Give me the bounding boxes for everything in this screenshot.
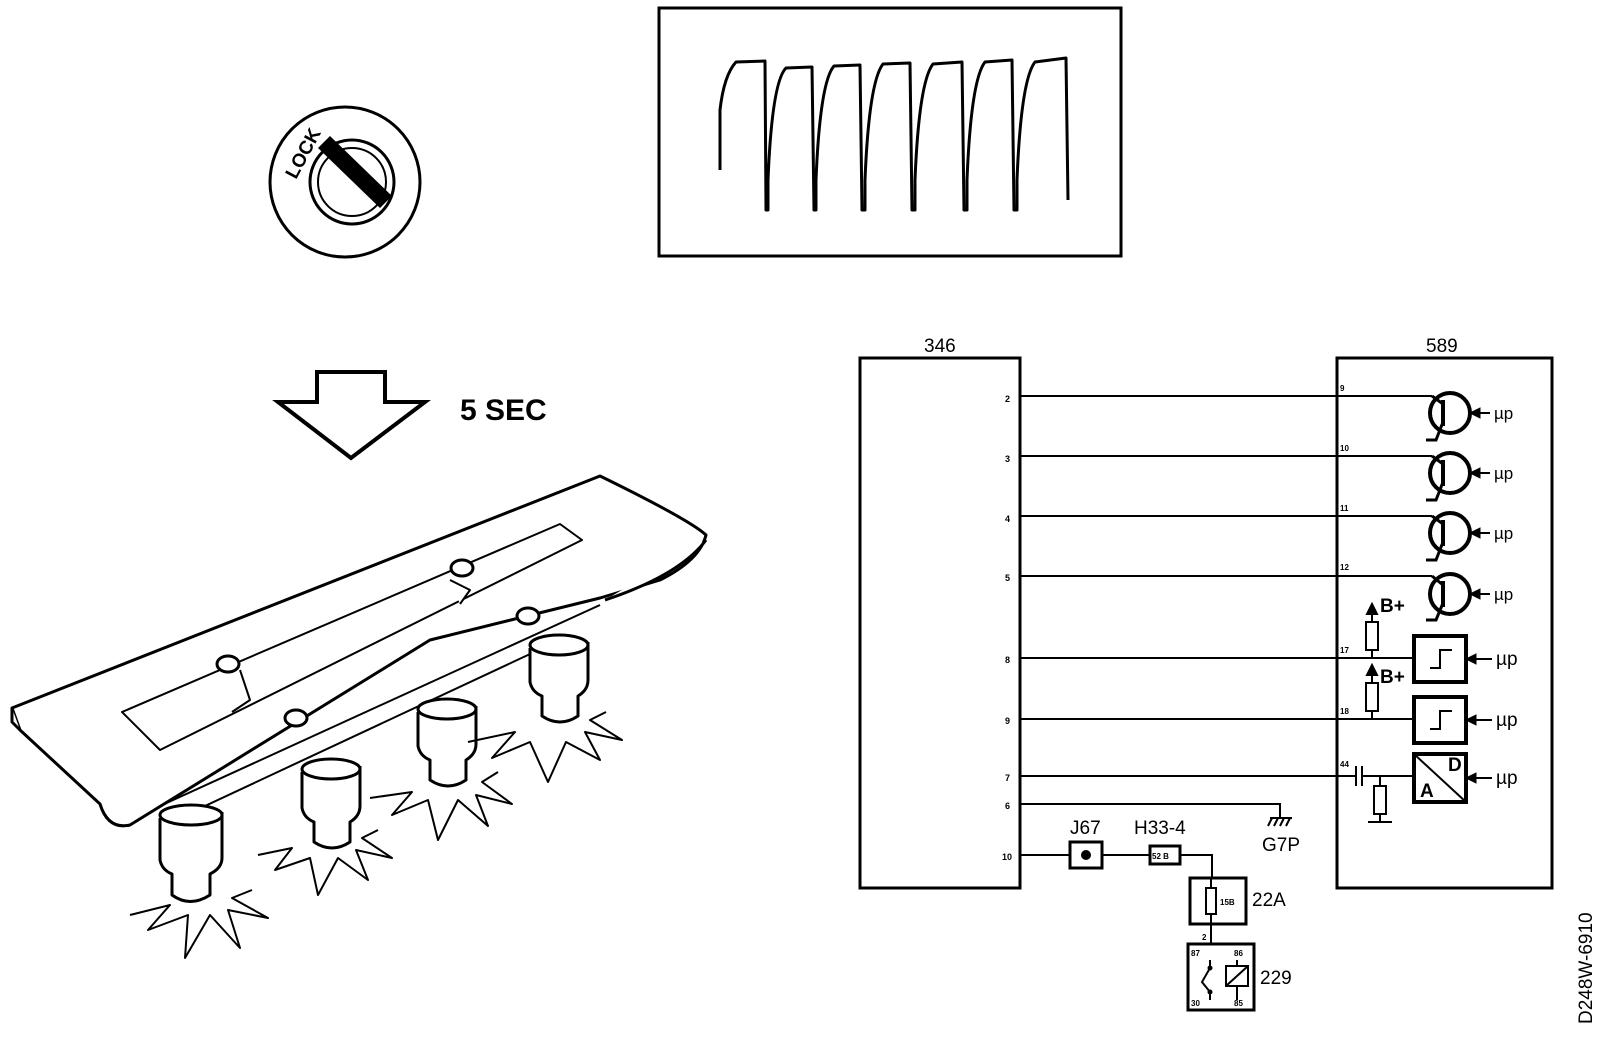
relay-pin: 85	[1234, 999, 1243, 1008]
ecu-346-pin: 3	[1005, 454, 1010, 464]
ground-resistor-icon	[1368, 776, 1392, 823]
microprocessor-label: µp	[1496, 768, 1518, 789]
connector-h33-pin: 52 B	[1152, 852, 1169, 861]
ad-converter-icon	[1412, 752, 1492, 804]
converter-a-label: A	[1420, 781, 1434, 802]
ecu-346-pin: 9	[1005, 716, 1010, 726]
transistor-icon	[1426, 511, 1490, 562]
ecu-346-pin: 6	[1005, 801, 1010, 811]
fuse-pin: 2	[1202, 933, 1207, 942]
fuse-22a: 15B	[1188, 876, 1248, 926]
schmitt-trigger-icon	[1412, 634, 1492, 684]
ecu-346-label: 346	[924, 336, 956, 357]
ecu-589-pin: 18	[1340, 707, 1349, 716]
relay-label: 229	[1260, 968, 1292, 989]
pullup-resistor-icon	[1365, 601, 1379, 658]
connector-j67	[1068, 840, 1104, 870]
ecu-589-pin: 12	[1340, 563, 1349, 572]
relay-pin: 86	[1234, 949, 1243, 958]
ignition-lock-icon: LOCK	[268, 105, 422, 259]
coil-pack-illustration	[10, 474, 708, 959]
capacitor-icon	[1355, 766, 1363, 786]
fuse-label: 22A	[1252, 890, 1286, 911]
connector-j67-label: J67	[1070, 818, 1101, 839]
microprocessor-label: µp	[1494, 404, 1513, 423]
ecu-346-pin: 8	[1005, 655, 1010, 665]
down-arrow-icon	[272, 370, 431, 461]
oscilloscope-trace	[657, 6, 1123, 258]
ground-label: G7P	[1262, 835, 1300, 856]
ecu-346-pin: 4	[1005, 514, 1010, 524]
microprocessor-label: µp	[1494, 464, 1513, 483]
microprocessor-label: µp	[1494, 585, 1513, 604]
ground-icon	[1267, 817, 1292, 827]
relay-pin: 30	[1191, 999, 1200, 1008]
duration-label: 5 SEC	[460, 394, 547, 427]
ecu-346-pin: 7	[1005, 773, 1010, 783]
microprocessor-label: µp	[1496, 649, 1518, 670]
transistor-icon	[1426, 451, 1490, 502]
ecu-589-pin: 44	[1340, 760, 1349, 769]
microprocessor-label: µp	[1496, 710, 1518, 731]
supply-label: B+	[1380, 667, 1405, 688]
relay-229: 87 86 30 85	[1186, 942, 1256, 1012]
figure-id: D248W-6910	[1576, 912, 1597, 1024]
transistor-icon	[1426, 572, 1490, 622]
converter-d-label: D	[1448, 755, 1462, 776]
ecu-589-label: 589	[1426, 336, 1458, 357]
schmitt-trigger-icon	[1412, 695, 1492, 745]
microprocessor-label: µp	[1494, 524, 1513, 543]
ecu-589-pin: 9	[1340, 384, 1345, 393]
transistor-icon	[1426, 391, 1490, 442]
pullup-resistor-icon	[1365, 662, 1379, 719]
ecu-589-pin: 11	[1340, 504, 1349, 513]
ecu-346-pin: 2	[1005, 394, 1010, 404]
relay-pin: 87	[1191, 949, 1200, 958]
ecu-346: 346 2 3 4 5 8 9 7 6 10	[858, 336, 1022, 890]
ecu-589-pin: 10	[1340, 444, 1349, 453]
signal-wires	[1020, 395, 1432, 878]
ecu-346-pin: 10	[1002, 852, 1012, 862]
ecu-589-pin: 17	[1340, 646, 1349, 655]
fuse-rating: 15B	[1220, 898, 1235, 907]
supply-label: B+	[1380, 596, 1405, 617]
ecu-346-pin: 5	[1005, 573, 1010, 583]
connector-h33-label: H33-4	[1134, 818, 1186, 839]
connector-h33: 52 B	[1148, 844, 1182, 866]
